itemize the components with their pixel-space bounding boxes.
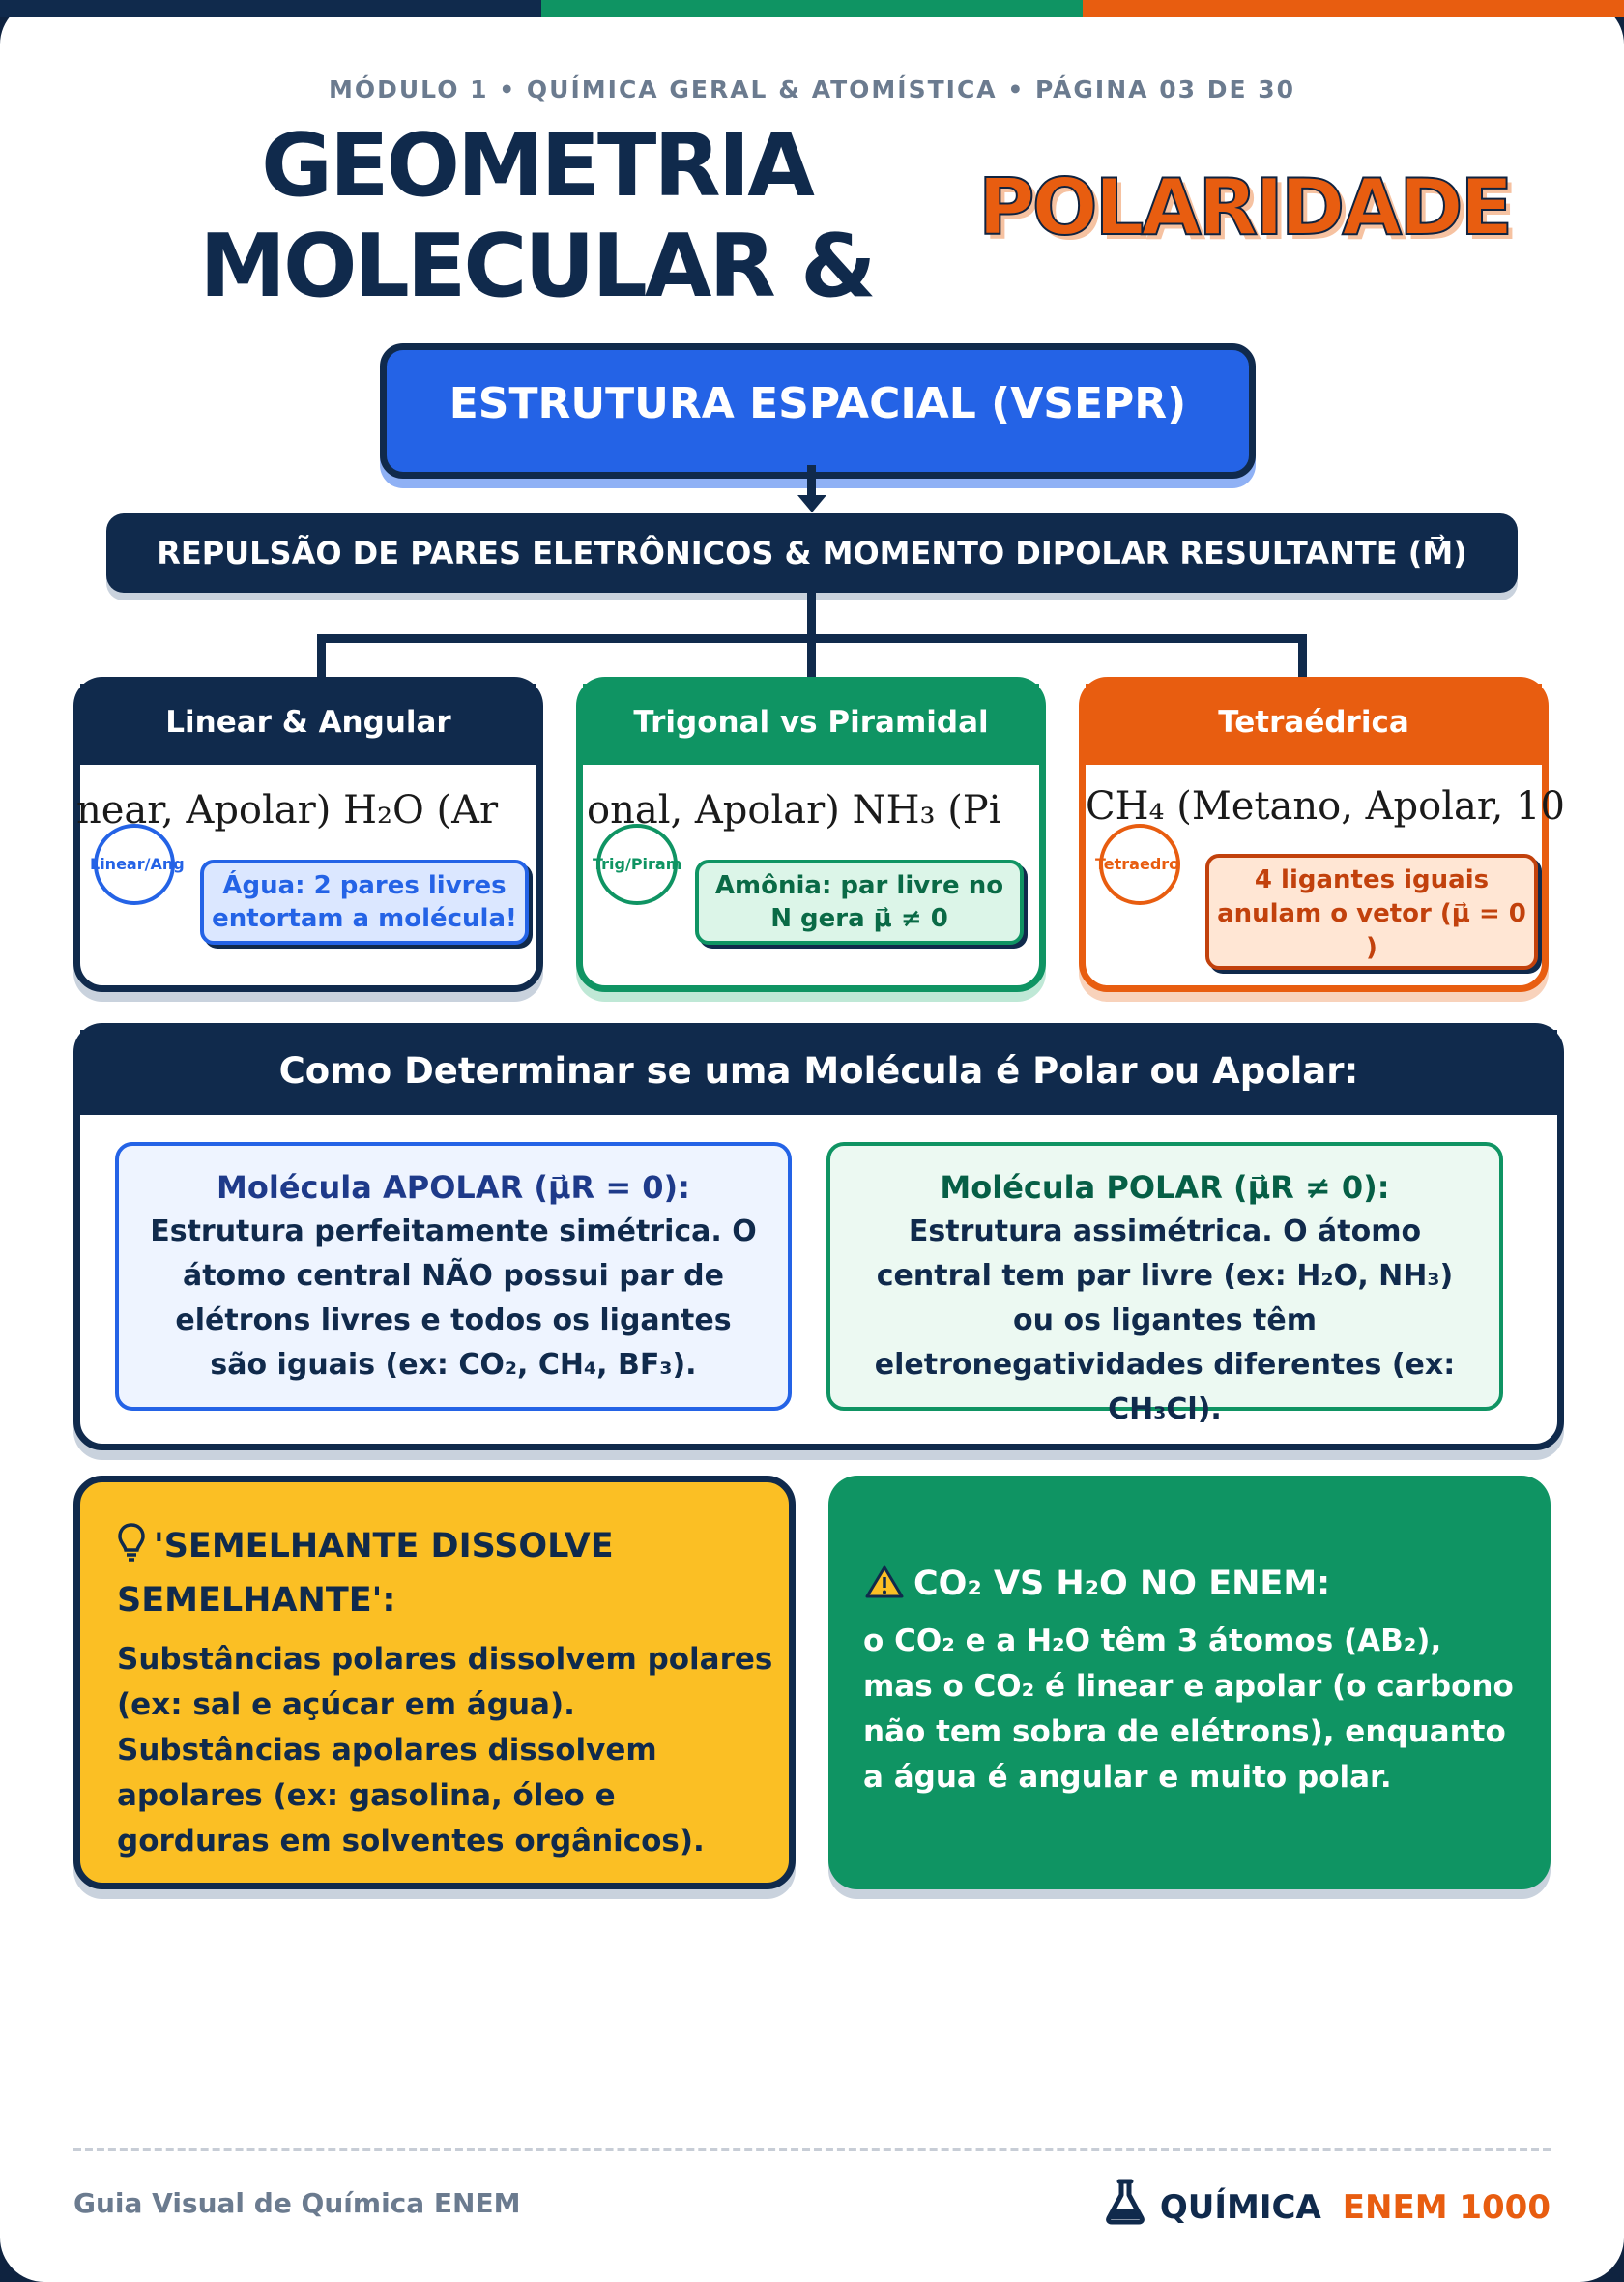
warning-icon [865,1565,904,1598]
vsepr-box: ESTRUTURA ESPACIAL (VSEPR) [380,343,1256,479]
card-title: Linear & Angular [80,684,536,765]
top-bar-green [541,0,1083,17]
connector-vertical-top [807,465,816,498]
footer-brand-accent: ENEM 1000 [1342,2188,1551,2227]
geometry-circle: Trig/Piram [593,824,682,905]
apolar-text: Estrutura perfeitamente simétrica. O áto… [150,1214,757,1382]
top-bar-navy [0,0,541,17]
apolar-title: Molécula APOLAR (μ⃗R = 0): [217,1169,690,1206]
warning-title-text: CO₂ VS H₂O NO ENEM: [914,1565,1331,1603]
footer-guide-label: Guia Visual de Química ENEM [73,2187,521,2219]
polar-text: Estrutura assimétrica. O átomo central t… [874,1214,1456,1426]
card-title: Trigonal vs Piramidal [583,684,1039,765]
polarity-panel: Como Determinar se uma Molécula é Polar … [73,1023,1564,1450]
polarity-panel-title: Como Determinar se uma Molécula é Polar … [80,1030,1557,1115]
top-bar-orange [1083,0,1624,17]
polar-title: Molécula POLAR (μ⃗R ≠ 0): [940,1169,1390,1206]
title-accent: POLARIDADE [977,161,1514,253]
card-formula: onal, Apolar) NH₃ (Pi [587,788,1001,833]
connector-left [317,634,326,683]
polar-box: Molécula POLAR (μ⃗R ≠ 0): Estrutura assi… [826,1142,1503,1426]
card-note: Água: 2 pares livres entortam a molécula… [200,860,529,945]
card-linear-angular: Linear & Angular near, Apolar) H₂O (Ar L… [73,677,543,992]
card-note: 4 ligantes iguais anulam o vetor (μ⃗ = 0… [1205,854,1538,970]
card-title: Tetraédrica [1086,684,1542,765]
flask-icon [1104,2178,1146,2238]
tip-box: 'SEMELHANTE DISSOLVE SEMELHANTE': Substâ… [73,1476,796,1889]
module-kicker: MÓDULO 1 • QUÍMICA GERAL & ATOMÍSTICA • … [328,75,1296,103]
repulsion-box: REPULSÃO DE PARES ELETRÔNICOS & MOMENTO … [106,513,1518,593]
lightbulb-icon [118,1523,145,1562]
warning-text: o CO₂ e a H₂O têm 3 átomos (AB₂), mas o … [863,1624,1514,1795]
tip-title-text: 'SEMELHANTE DISSOLVE SEMELHANTE': [117,1527,614,1620]
title-line-1: GEOMETRIA [261,115,815,217]
geometry-circle: Linear/Ang [90,824,185,905]
connector-horizontal [317,634,1307,643]
footer-brand: QUÍMICA ENEM 1000 [1104,2178,1551,2227]
arrow-down-icon [798,495,826,512]
card-tetraedrica: Tetraédrica CH₄ (Metano, Apolar, 10 Tetr… [1079,677,1565,992]
card-note: Amônia: par livre no N gera μ⃗ ≠ 0 [695,860,1024,945]
card-trigonal-piramidal: Trigonal vs Piramidal onal, Apolar) NH₃ … [576,677,1046,992]
tip-text: Substâncias polares dissolvem polares (e… [117,1642,773,1858]
apolar-box: Molécula APOLAR (μ⃗R = 0): Estrutura per… [115,1142,792,1411]
title-line-2: MOLECULAR & [199,216,876,317]
card-formula: CH₄ (Metano, Apolar, 10 [1086,784,1565,829]
tip-title: 'SEMELHANTE DISSOLVE SEMELHANTE': [117,1519,755,1627]
connector-right [1298,634,1307,683]
geometry-circle: Tetraedro [1095,824,1180,905]
footer-brand-text: QUÍMICA [1159,2188,1321,2227]
warning-box: CO₂ VS H₂O NO ENEM: o CO₂ e a H₂O têm 3 … [828,1476,1551,1889]
footer-divider [73,2148,1551,2151]
warning-title: CO₂ VS H₂O NO ENEM: [865,1565,1522,1603]
page-title: GEOMETRIA MOLECULAR & [188,116,884,317]
